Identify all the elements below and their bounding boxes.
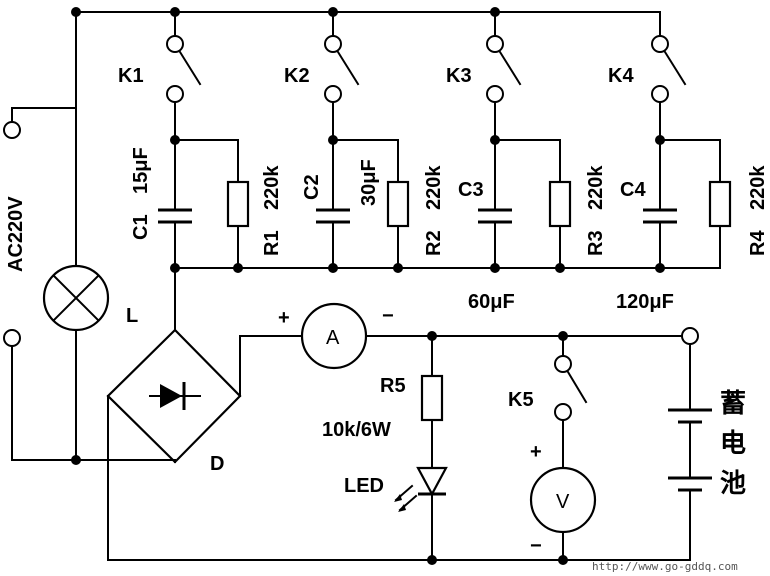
branch-1: K1 C1 15μF R1 220k xyxy=(118,11,283,273)
k1-contact-top xyxy=(166,35,184,53)
k4-contact-top xyxy=(651,35,669,53)
k4-switch-lever xyxy=(663,50,687,86)
k2-label: K2 xyxy=(284,65,310,87)
branch-2: K2 C2 30μF R2 220k xyxy=(284,11,445,273)
r1-resistor xyxy=(226,180,250,228)
k1-contact-bottom xyxy=(166,85,184,103)
ammeter-plus: + xyxy=(278,307,290,329)
k5-label: K5 xyxy=(508,389,534,411)
battery-label-1: 蓄 xyxy=(720,389,746,419)
k3-contact-bottom xyxy=(486,85,504,103)
k3-label: K3 xyxy=(446,65,472,87)
ac-source-label: AC220V xyxy=(5,196,27,272)
k3-contact-top xyxy=(486,35,504,53)
r5-label: R5 xyxy=(380,375,406,397)
c4-label: C4 xyxy=(620,179,646,201)
voltmeter-symbol: V xyxy=(556,491,570,513)
ac-source: AC220V xyxy=(3,11,77,461)
k3-switch-lever xyxy=(498,50,522,86)
k1-label: K1 xyxy=(118,65,144,87)
k5-voltmeter-branch: V K5 + − xyxy=(508,335,597,565)
battery-label-2: 电 xyxy=(720,429,746,459)
k5-contact-bottom xyxy=(554,403,572,421)
r5-value: 10k/6W xyxy=(322,419,391,441)
r3-value: 220k xyxy=(585,165,607,210)
r1-value: 220k xyxy=(261,165,283,210)
r5-led-branch: R5 10k/6W LED xyxy=(322,335,448,565)
led-label: LED xyxy=(344,475,384,497)
k5-switch-lever xyxy=(566,370,588,404)
r2-resistor xyxy=(386,180,410,228)
voltmeter-plus: + xyxy=(530,441,542,463)
watermark-url: http://www.go-gddq.com xyxy=(592,560,738,573)
bridge-rectifier: D xyxy=(106,328,242,475)
r4-resistor xyxy=(708,180,732,228)
branch-3: K3 C3 60μF R3 220k xyxy=(446,11,607,313)
bridge-label: D xyxy=(210,453,224,475)
c2-value: 30μF xyxy=(358,159,380,206)
c1-label: C1 xyxy=(130,214,152,240)
ammeter-minus: − xyxy=(382,305,394,327)
k2-contact-top xyxy=(324,35,342,53)
c2-label: C2 xyxy=(301,174,323,200)
k1-switch-lever xyxy=(178,50,202,86)
ammeter-symbol: A xyxy=(326,327,340,349)
led-diode xyxy=(416,466,448,497)
branch-4: K4 C4 120μF R4 220k xyxy=(608,11,769,313)
k4-label: K4 xyxy=(608,65,634,87)
r4-label: R4 xyxy=(747,230,769,256)
r3-resistor xyxy=(548,180,572,228)
c3-value: 60μF xyxy=(468,291,515,313)
battery-label-3: 池 xyxy=(720,469,746,499)
k2-switch-lever xyxy=(336,50,360,86)
battery: 蓄 电 池 xyxy=(668,327,746,561)
k5-contact-top xyxy=(554,355,572,373)
r3-label: R3 xyxy=(585,230,607,256)
r2-value: 220k xyxy=(423,165,445,210)
ammeter: A + − xyxy=(278,302,394,370)
r5-resistor xyxy=(420,374,444,422)
r4-value: 220k xyxy=(747,165,769,210)
ac-terminal-bottom xyxy=(3,329,21,347)
k2-contact-bottom xyxy=(324,85,342,103)
c3-label: C3 xyxy=(458,179,484,201)
c1-value: 15μF xyxy=(130,147,152,194)
r2-label: R2 xyxy=(423,230,445,256)
ac-terminal-top xyxy=(3,121,21,139)
lamp: L xyxy=(42,264,138,332)
r1-label: R1 xyxy=(261,230,283,256)
battery-terminal-positive xyxy=(681,327,699,345)
voltmeter-minus: − xyxy=(530,535,542,557)
k4-contact-bottom xyxy=(651,85,669,103)
c4-value: 120μF xyxy=(616,291,674,313)
lamp-label: L xyxy=(126,305,138,327)
